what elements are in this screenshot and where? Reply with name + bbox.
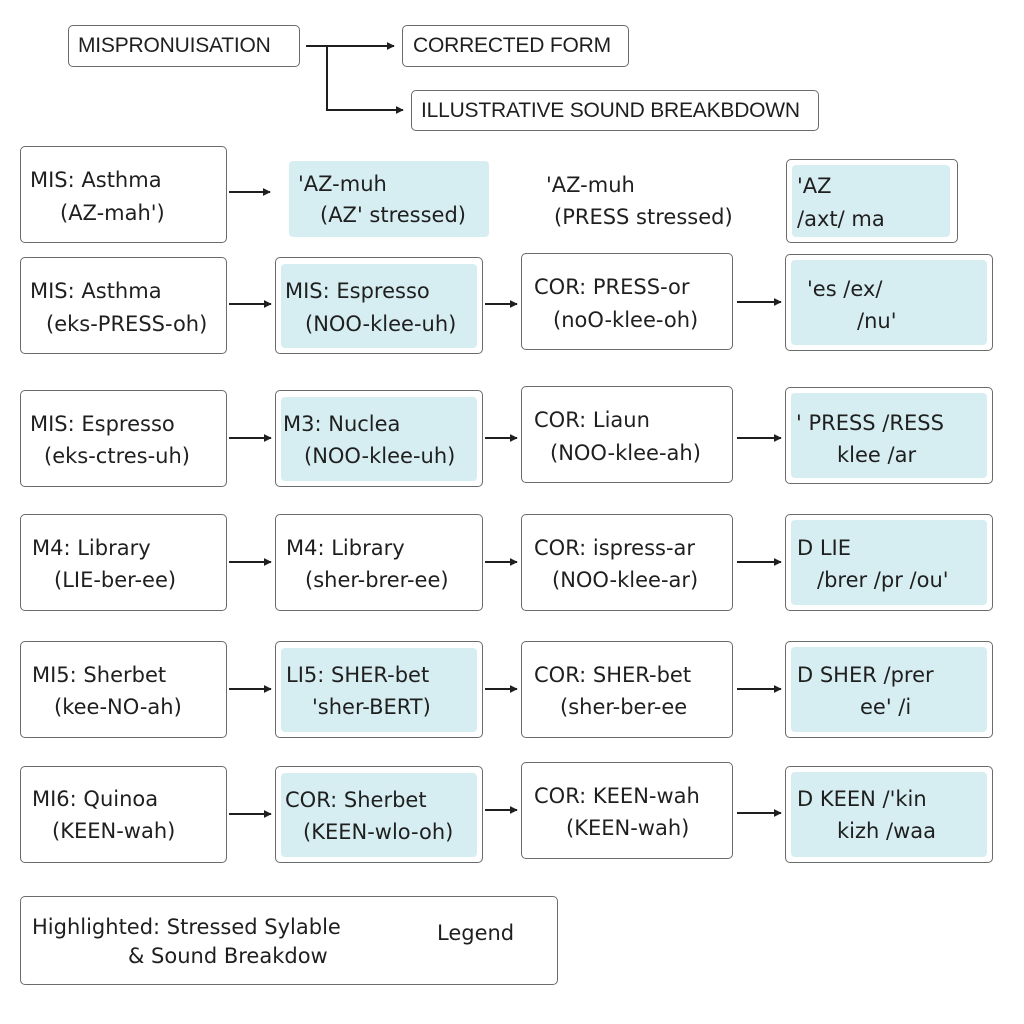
row2-breakdown-line2: /nu': [857, 309, 897, 333]
row4-middle-phonetic: (sher-brer-ee): [305, 568, 449, 592]
row1-stressed-form: 'AZ-muh: [298, 172, 387, 196]
row6-mispronunciation-word: MI6: Quinoa: [32, 787, 159, 811]
corrected-form-header-box: [402, 25, 629, 67]
legend-description-line1: Highlighted: Stressed Sylable: [32, 915, 341, 939]
row1-corrected-note: (PRESS stressed): [554, 205, 733, 229]
sound-breakdown-header-box: [411, 90, 819, 131]
row5-middle-word: LI5: SHER-bet: [286, 663, 430, 687]
row2-middle-word: MIS: Espresso: [285, 279, 430, 303]
row5-mispronunciation-box: [20, 641, 227, 738]
row3-corrected-word: COR: Liaun: [534, 408, 650, 432]
row5-middle-highlight: [281, 648, 477, 732]
row4-breakdown-highlight: [791, 520, 987, 605]
row6-mispronunciation-phonetic: (KEEN-wah): [52, 819, 176, 843]
row6-corrected-box: [521, 762, 733, 859]
row3-mispronunciation-box: [20, 390, 227, 487]
row1-corrected-form: 'AZ-muh: [546, 173, 635, 197]
row5-corrected-word: COR: SHER-bet: [534, 663, 692, 687]
row6-middle-highlight: [281, 773, 477, 857]
row5-corrected-phonetic: (sher-ber-ee: [560, 695, 688, 719]
row1-mispronunciation-box: [20, 146, 227, 243]
row2-breakdown-line1: 'es /ex/: [807, 277, 883, 301]
row5-mispronunciation-phonetic: (kee-NO-ah): [54, 695, 182, 719]
header-arrow-to-breakdown: [326, 46, 404, 114]
legend-description-line2: & Sound Breakdow: [128, 944, 328, 968]
row6-breakdown-highlight: [791, 772, 987, 857]
row2-mispronunciation-phonetic: (eks-PRESS-oh): [46, 312, 208, 336]
row3-breakdown-highlight: [791, 393, 987, 478]
row6-breakdown-line2: kizh /waa: [837, 819, 936, 843]
row2-middle-highlight: [281, 264, 477, 348]
row2-corrected-phonetic: (noO-klee-oh): [553, 308, 699, 332]
row4-middle-word: M4: Library: [286, 536, 405, 560]
row4-mispronunciation-word: M4: Library: [32, 536, 151, 560]
row1-stress-highlight: [289, 161, 489, 237]
row4-breakdown-line2: /brer /pr /ou': [817, 568, 949, 592]
row1-breakdown-highlight: [792, 165, 950, 237]
row5-breakdown-line2: ee' /i: [860, 695, 912, 719]
sound-breakdown-header-label: ILLUSTRATIVE SOUND BREAKBDOWN: [421, 99, 800, 122]
row3-corrected-phonetic: (NOO-klee-ah): [550, 441, 701, 465]
row5-mispronunciation-word: MI5: Sherbet: [32, 663, 167, 687]
row1-mispronunciation-word: MIS: Asthma: [30, 168, 162, 192]
row2-middle-phonetic: (NOO-klee-uh): [305, 312, 457, 336]
row3-breakdown-line2: klee /ar: [837, 443, 917, 467]
row4-breakdown-line1: D LIE: [797, 536, 852, 560]
row6-corrected-word: COR: KEEN-wah: [534, 784, 700, 808]
row3-middle-word: M3: Nuclea: [283, 412, 401, 436]
row2-mispronunciation-box: [20, 257, 227, 354]
row4-corrected-word: COR: ispress-ar: [534, 536, 696, 560]
row5-breakdown-highlight: [791, 647, 987, 732]
row6-middle-word: COR: Sherbet: [285, 788, 427, 812]
row2-corrected-box: [521, 253, 733, 350]
row5-middle-phonetic: 'sher-BERT): [312, 695, 431, 719]
row3-corrected-box: [521, 386, 733, 483]
row3-middle-highlight: [281, 397, 477, 481]
row1-breakdown-line1: 'AZ: [797, 174, 832, 198]
corrected-form-header-label: CORRECTED FORM: [413, 34, 611, 57]
row3-mispronunciation-phonetic: (eks-ctres-uh): [44, 444, 190, 468]
row3-breakdown-line1: ' PRESS /RESS: [796, 411, 944, 435]
row1-stressed-note: (AZ' stressed): [320, 203, 466, 227]
row6-mispronunciation-box: [20, 766, 227, 863]
row5-corrected-box: [521, 641, 733, 738]
row4-middle-box: [275, 514, 483, 611]
mispronunciation-header-box: [68, 25, 300, 67]
legend-title: Legend: [437, 921, 515, 945]
row4-corrected-box: [521, 514, 733, 611]
row1-breakdown-line2: /axt/ ma: [797, 207, 885, 231]
mispronunciation-header-label: MISPRONUISATION: [78, 34, 271, 57]
row6-middle-phonetic: (KEEN-wlo-oh): [303, 820, 454, 844]
legend-box: [20, 896, 558, 985]
row4-mispronunciation-phonetic: (LIE-ber-ee): [54, 568, 177, 592]
row4-mispronunciation-box: [20, 514, 227, 611]
row2-corrected-word: COR: PRESS-or: [534, 275, 690, 299]
row4-corrected-phonetic: (NOO-klee-ar): [552, 568, 699, 592]
row1-mispronunciation-phonetic: (AZ-mah'): [60, 201, 165, 225]
row2-breakdown-highlight: [791, 260, 987, 345]
row3-mispronunciation-word: MIS: Espresso: [30, 412, 175, 436]
row5-breakdown-line1: D SHER /prer: [797, 663, 934, 687]
row6-breakdown-line1: D KEEN /'kin: [797, 787, 927, 811]
row2-mispronunciation-word: MIS: Asthma: [30, 279, 162, 303]
row6-corrected-phonetic: (KEEN-wah): [566, 816, 690, 840]
row3-middle-phonetic: (NOO-klee-uh): [304, 444, 456, 468]
